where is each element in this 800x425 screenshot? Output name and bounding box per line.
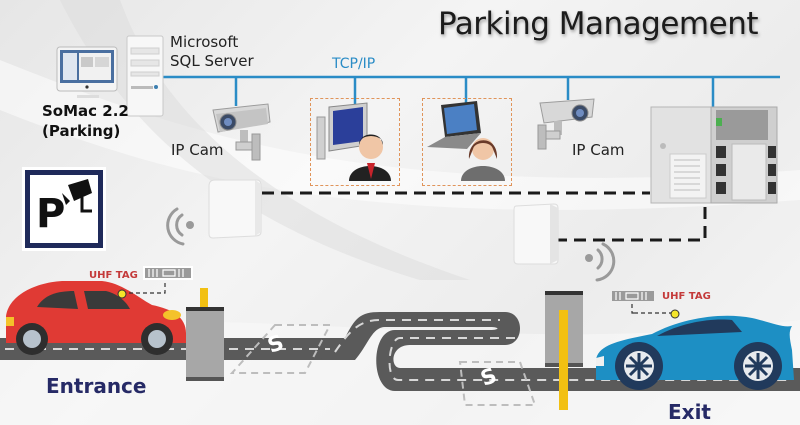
network-label: TCP/IP	[332, 56, 376, 72]
entrance-barrier-arm	[200, 288, 208, 310]
server-label: Microsoft SQL Server	[170, 33, 254, 71]
rfid-tag-icon	[610, 289, 656, 303]
page-title: Parking Management	[438, 6, 759, 42]
server-label-line2: SQL Server	[170, 52, 254, 70]
entrance-barrier-gate	[186, 307, 224, 381]
uhf-reader-antenna-icon	[205, 178, 263, 240]
access-controller-panel-icon	[650, 106, 778, 206]
camera-glyph	[62, 179, 92, 213]
uhf-tag-label-2: UHF TAG	[662, 291, 711, 302]
operator-workstation-1	[310, 98, 400, 186]
operator-workstation-2	[422, 98, 512, 186]
wireless-signal-icon-left	[166, 207, 194, 246]
uhf-reader-antenna-icon	[512, 202, 560, 266]
exit-car-icon	[592, 310, 797, 396]
exit-barrier-arm	[559, 310, 568, 410]
camera-label-1: IP Cam	[171, 141, 224, 159]
parking-sign-glyph: P	[36, 191, 66, 237]
server-label-line1: Microsoft	[170, 33, 239, 51]
camera-label-2: IP Cam	[572, 141, 625, 159]
exit-label: Exit	[668, 400, 711, 424]
parking-slots	[229, 324, 537, 406]
rfid-tag-icon	[143, 266, 193, 280]
reader2-wire	[555, 205, 707, 242]
software-label: SoMac 2.2 (Parking)	[42, 101, 129, 141]
software-name: SoMac 2.2	[42, 102, 129, 120]
ip-camera-icon	[208, 100, 273, 165]
uhf-tag-label-1: UHF TAG	[89, 270, 138, 281]
laptop-operator-female-icon	[427, 101, 505, 181]
desktop-operator-male-icon	[316, 102, 391, 181]
entrance-label: Entrance	[46, 374, 147, 398]
software-module: (Parking)	[42, 122, 121, 140]
server-tower-icon	[125, 34, 165, 119]
wireless-signal-icon-right	[585, 242, 616, 282]
parking-camera-sign-icon: P	[25, 170, 103, 248]
ip-camera-icon	[532, 97, 597, 157]
monitor-icon	[55, 45, 120, 105]
entrance-car-icon	[2, 277, 188, 357]
